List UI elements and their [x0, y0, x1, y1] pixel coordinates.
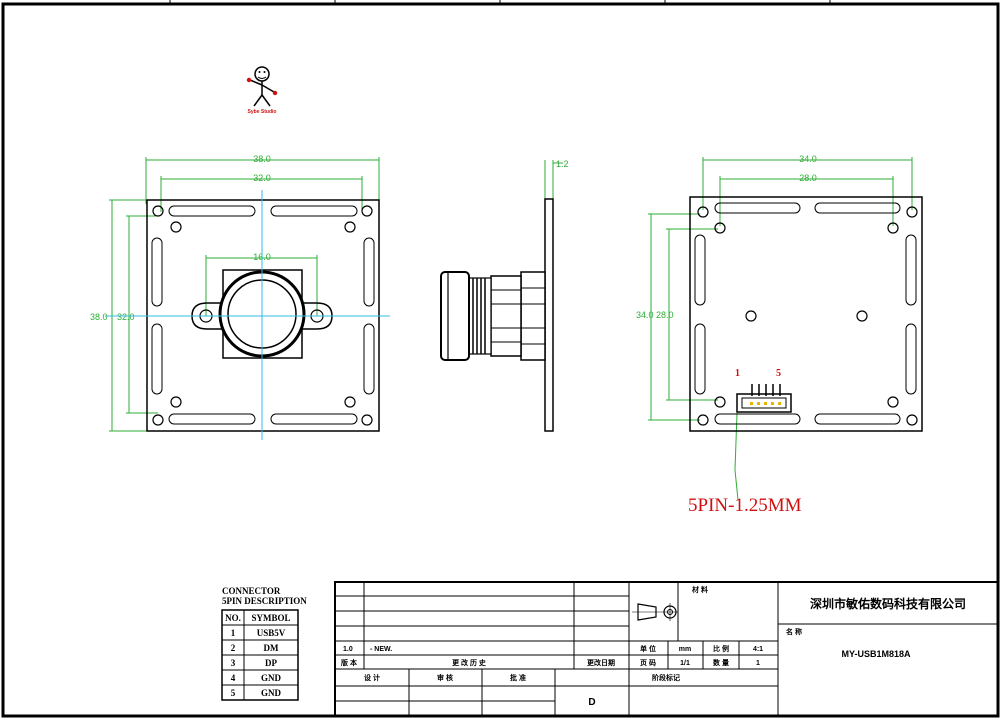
scale-label: 比 例 — [713, 644, 729, 653]
front-centerlines — [105, 190, 390, 440]
connector-table-title-1: CONNECTOR — [222, 586, 281, 596]
back-dim-outer-width: 34.0 — [799, 154, 817, 164]
side-dimension-lines — [544, 160, 563, 200]
pin-symbol-1: USB5V — [257, 628, 286, 638]
pin-symbol-4: GND — [261, 673, 282, 683]
unit-label: 单 位 — [640, 644, 656, 653]
logo-caption: Sybe Studio — [248, 109, 277, 115]
connector-table-title-2: 5PIN DESCRIPTION — [222, 596, 307, 606]
pin-symbol-2: DM — [264, 643, 279, 653]
col-header-no: NO. — [225, 613, 241, 623]
back-mounting-holes — [697, 206, 918, 426]
change-date-label: 更改日期 — [587, 658, 615, 667]
quantity-label: 数 量 — [713, 658, 729, 667]
page-value: 1/1 — [680, 660, 690, 667]
history-label: 更 改 历 史 — [452, 658, 487, 667]
approve-label: 批 准 — [510, 673, 526, 682]
name-label: 名 称 — [786, 627, 802, 636]
back-dim-hole-width: 28.0 — [799, 173, 817, 183]
front-dim-outer-height: 38.0 — [90, 312, 108, 322]
pin-no-2: 2 — [231, 643, 236, 653]
material-label: 材 料 — [691, 585, 708, 594]
col-header-symbol: SYMBOL — [251, 613, 290, 623]
side-board-profile — [544, 198, 554, 432]
side-lens-profile — [440, 271, 546, 361]
review-label: 审 核 — [437, 673, 453, 682]
side-view: 1.2 — [440, 159, 569, 432]
stick-figure-logo: Sybe Studio — [246, 66, 278, 115]
scale-value: 4:1 — [753, 646, 763, 653]
pin-no-3: 3 — [231, 658, 236, 668]
pin-symbol-5: GND — [261, 688, 282, 698]
back-view: 34.0 28.0 34.0 28.0 — [636, 154, 923, 516]
pin-symbol-3: DP — [265, 658, 277, 668]
front-dim-hole-height: 32.0 — [117, 312, 135, 322]
front-mounting-holes — [152, 205, 373, 426]
front-mounting-slots — [151, 205, 375, 425]
side-dim-thickness: 1.2 — [556, 159, 569, 169]
front-dimension-lines — [109, 157, 380, 432]
lens-holder — [191, 269, 333, 359]
pin-one-label: 1 — [735, 368, 740, 379]
pin-five-label: 5 — [776, 368, 781, 379]
page-label: 页 码 — [640, 659, 656, 667]
company-name: 深圳市敏佑数码科技有限公司 — [810, 596, 966, 611]
connector-pin-table: CONNECTOR 5PIN DESCRIPTION NO. SYMBOL 1 … — [221, 586, 307, 701]
five-pin-connector — [736, 384, 792, 413]
connector-callout: 5PIN-1.25MM — [688, 495, 802, 516]
front-dim-outer-width: 38.0 — [253, 154, 271, 164]
design-label: 设 计 — [364, 673, 380, 682]
pin-no-1: 1 — [231, 628, 236, 638]
stage-value: D — [588, 697, 595, 708]
front-dim-hole-width: 32.0 — [253, 173, 271, 183]
back-dimension-lines — [648, 157, 913, 501]
projection-symbol — [632, 603, 678, 621]
version-value: 1.0 — [343, 646, 353, 653]
back-dim-height: 34.0 28.0 — [636, 310, 674, 320]
back-mounting-slots — [694, 202, 917, 425]
change-value: - NEW. — [370, 646, 392, 653]
pin-no-5: 5 — [231, 688, 236, 698]
back-board-outline — [689, 196, 923, 432]
stage-label: 阶段标记 — [652, 673, 680, 682]
pin-no-4: 4 — [231, 673, 236, 683]
title-block: 材 料 深圳市敏佑数码科技有限公司 名 称 MY-USB1M818A 1.0 -… — [334, 581, 999, 717]
version-label: 版 本 — [341, 658, 357, 667]
quantity-value: 1 — [756, 660, 760, 667]
front-view: 38.0 32.0 16.0 38.0 32.0 — [90, 154, 390, 440]
unit-value: mm — [679, 646, 691, 653]
model-number: MY-USB1M818A — [841, 649, 911, 659]
